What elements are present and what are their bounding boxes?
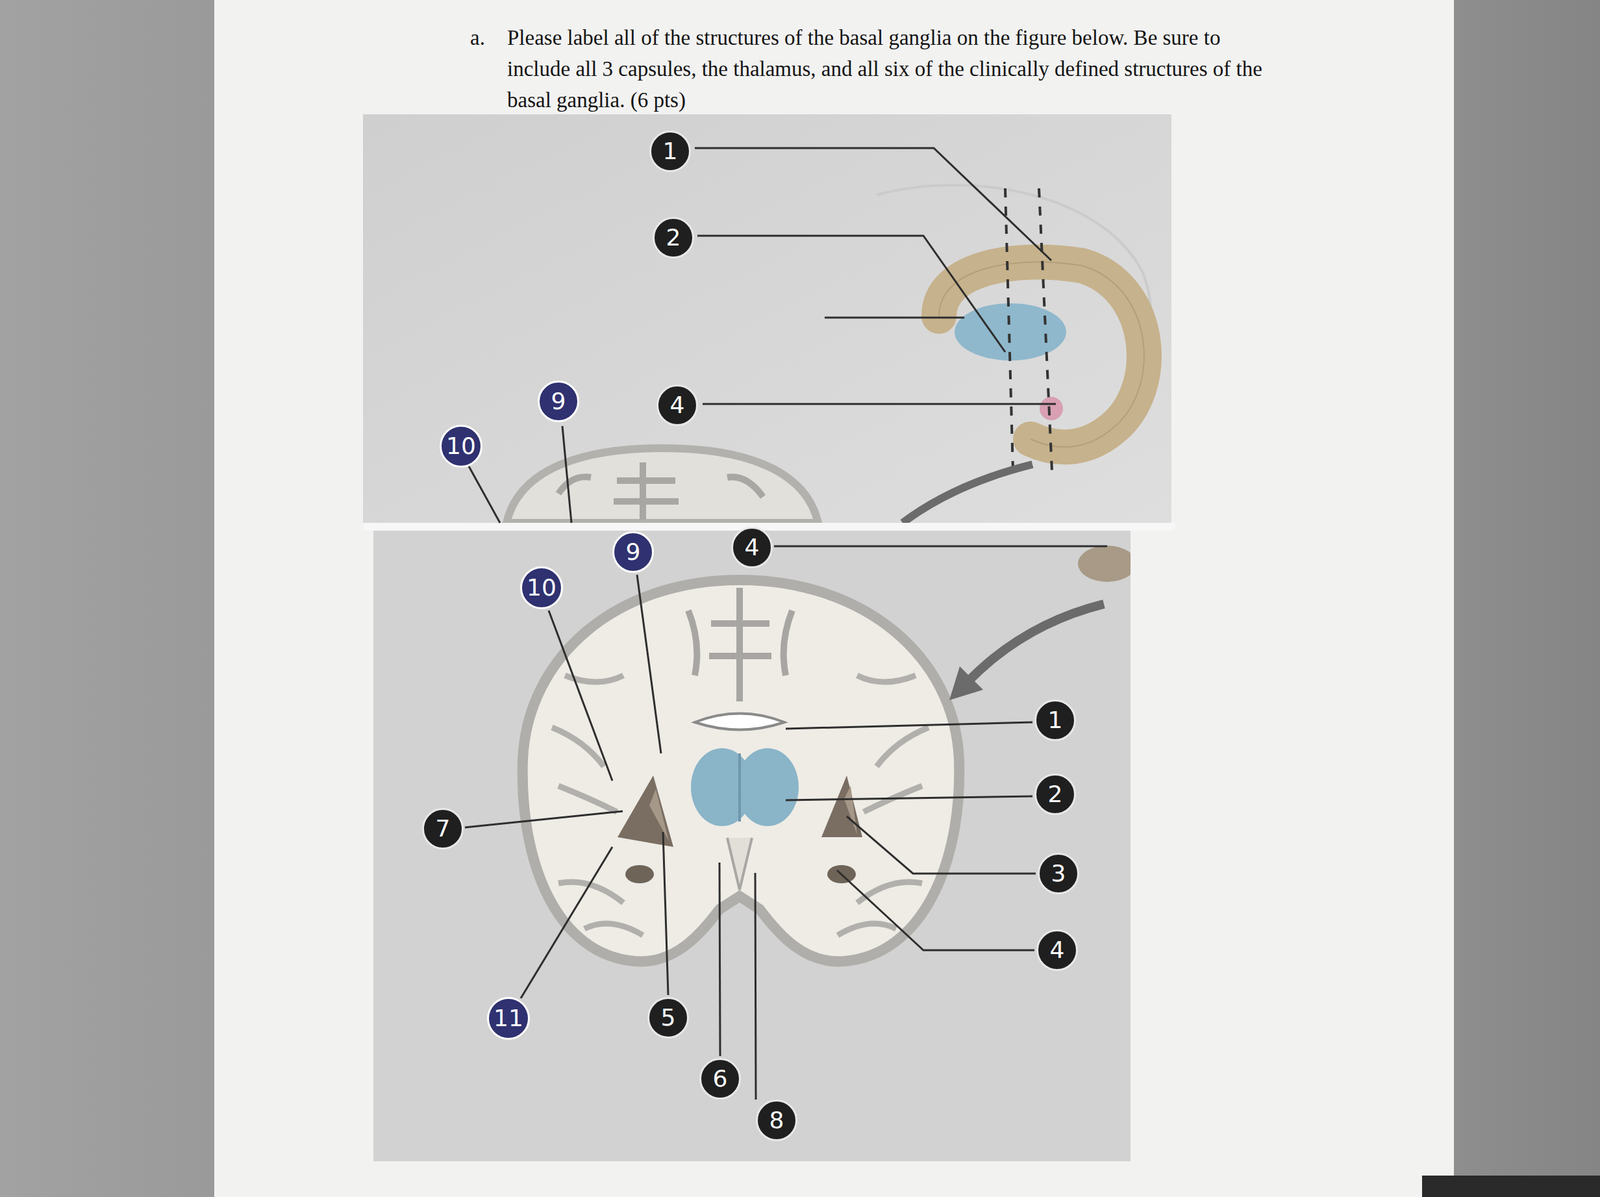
callout-circle: 11 bbox=[487, 996, 530, 1040]
callout-circle: 9 bbox=[612, 531, 654, 573]
callout-number: 8 bbox=[769, 1108, 785, 1132]
backdrop-right bbox=[1453, 0, 1600, 1197]
callout-number: 7 bbox=[435, 816, 451, 841]
callout-number: 9 bbox=[551, 389, 567, 413]
callout-circle: 3 bbox=[1037, 852, 1080, 895]
callout-circle: 4 bbox=[656, 384, 699, 426]
callout-number: 6 bbox=[712, 1066, 728, 1091]
callout-circle: 9 bbox=[537, 380, 580, 423]
backdrop-left bbox=[0, 0, 215, 1197]
callout-number: 1 bbox=[1048, 708, 1063, 732]
callout-number: 10 bbox=[446, 434, 476, 458]
question-text: Please label all of the structures of th… bbox=[507, 22, 1280, 116]
backdrop-corner bbox=[1422, 1175, 1600, 1197]
callout-circle: 2 bbox=[1034, 773, 1076, 815]
callout-number: 4 bbox=[744, 535, 760, 560]
callout-circle: 8 bbox=[755, 1099, 798, 1141]
callout-number: 4 bbox=[670, 393, 686, 417]
callout-circle: 6 bbox=[699, 1057, 741, 1100]
callout-circle: 10 bbox=[439, 424, 483, 468]
callout-circle: 4 bbox=[1036, 929, 1078, 971]
callout-circle: 1 bbox=[1034, 699, 1076, 741]
callout-circle: 4 bbox=[731, 526, 773, 569]
callout-circle: 1 bbox=[649, 130, 691, 173]
callout-number: 9 bbox=[625, 540, 641, 564]
callout-number: 2 bbox=[1048, 782, 1063, 806]
callout-number: 1 bbox=[662, 139, 678, 163]
callout-number: 10 bbox=[526, 575, 557, 600]
callout-number: 2 bbox=[666, 225, 682, 250]
callout-number: 3 bbox=[1051, 861, 1067, 886]
callout-number: 4 bbox=[1050, 938, 1065, 962]
item-letter: a. bbox=[470, 22, 503, 54]
callout-circle: 2 bbox=[652, 216, 695, 259]
callout-circle: 7 bbox=[422, 807, 464, 850]
callout-circle: 10 bbox=[520, 566, 563, 610]
callout-number: 11 bbox=[493, 1006, 524, 1030]
callout-number: 5 bbox=[661, 1005, 676, 1030]
callout-circle: 5 bbox=[647, 996, 689, 1039]
